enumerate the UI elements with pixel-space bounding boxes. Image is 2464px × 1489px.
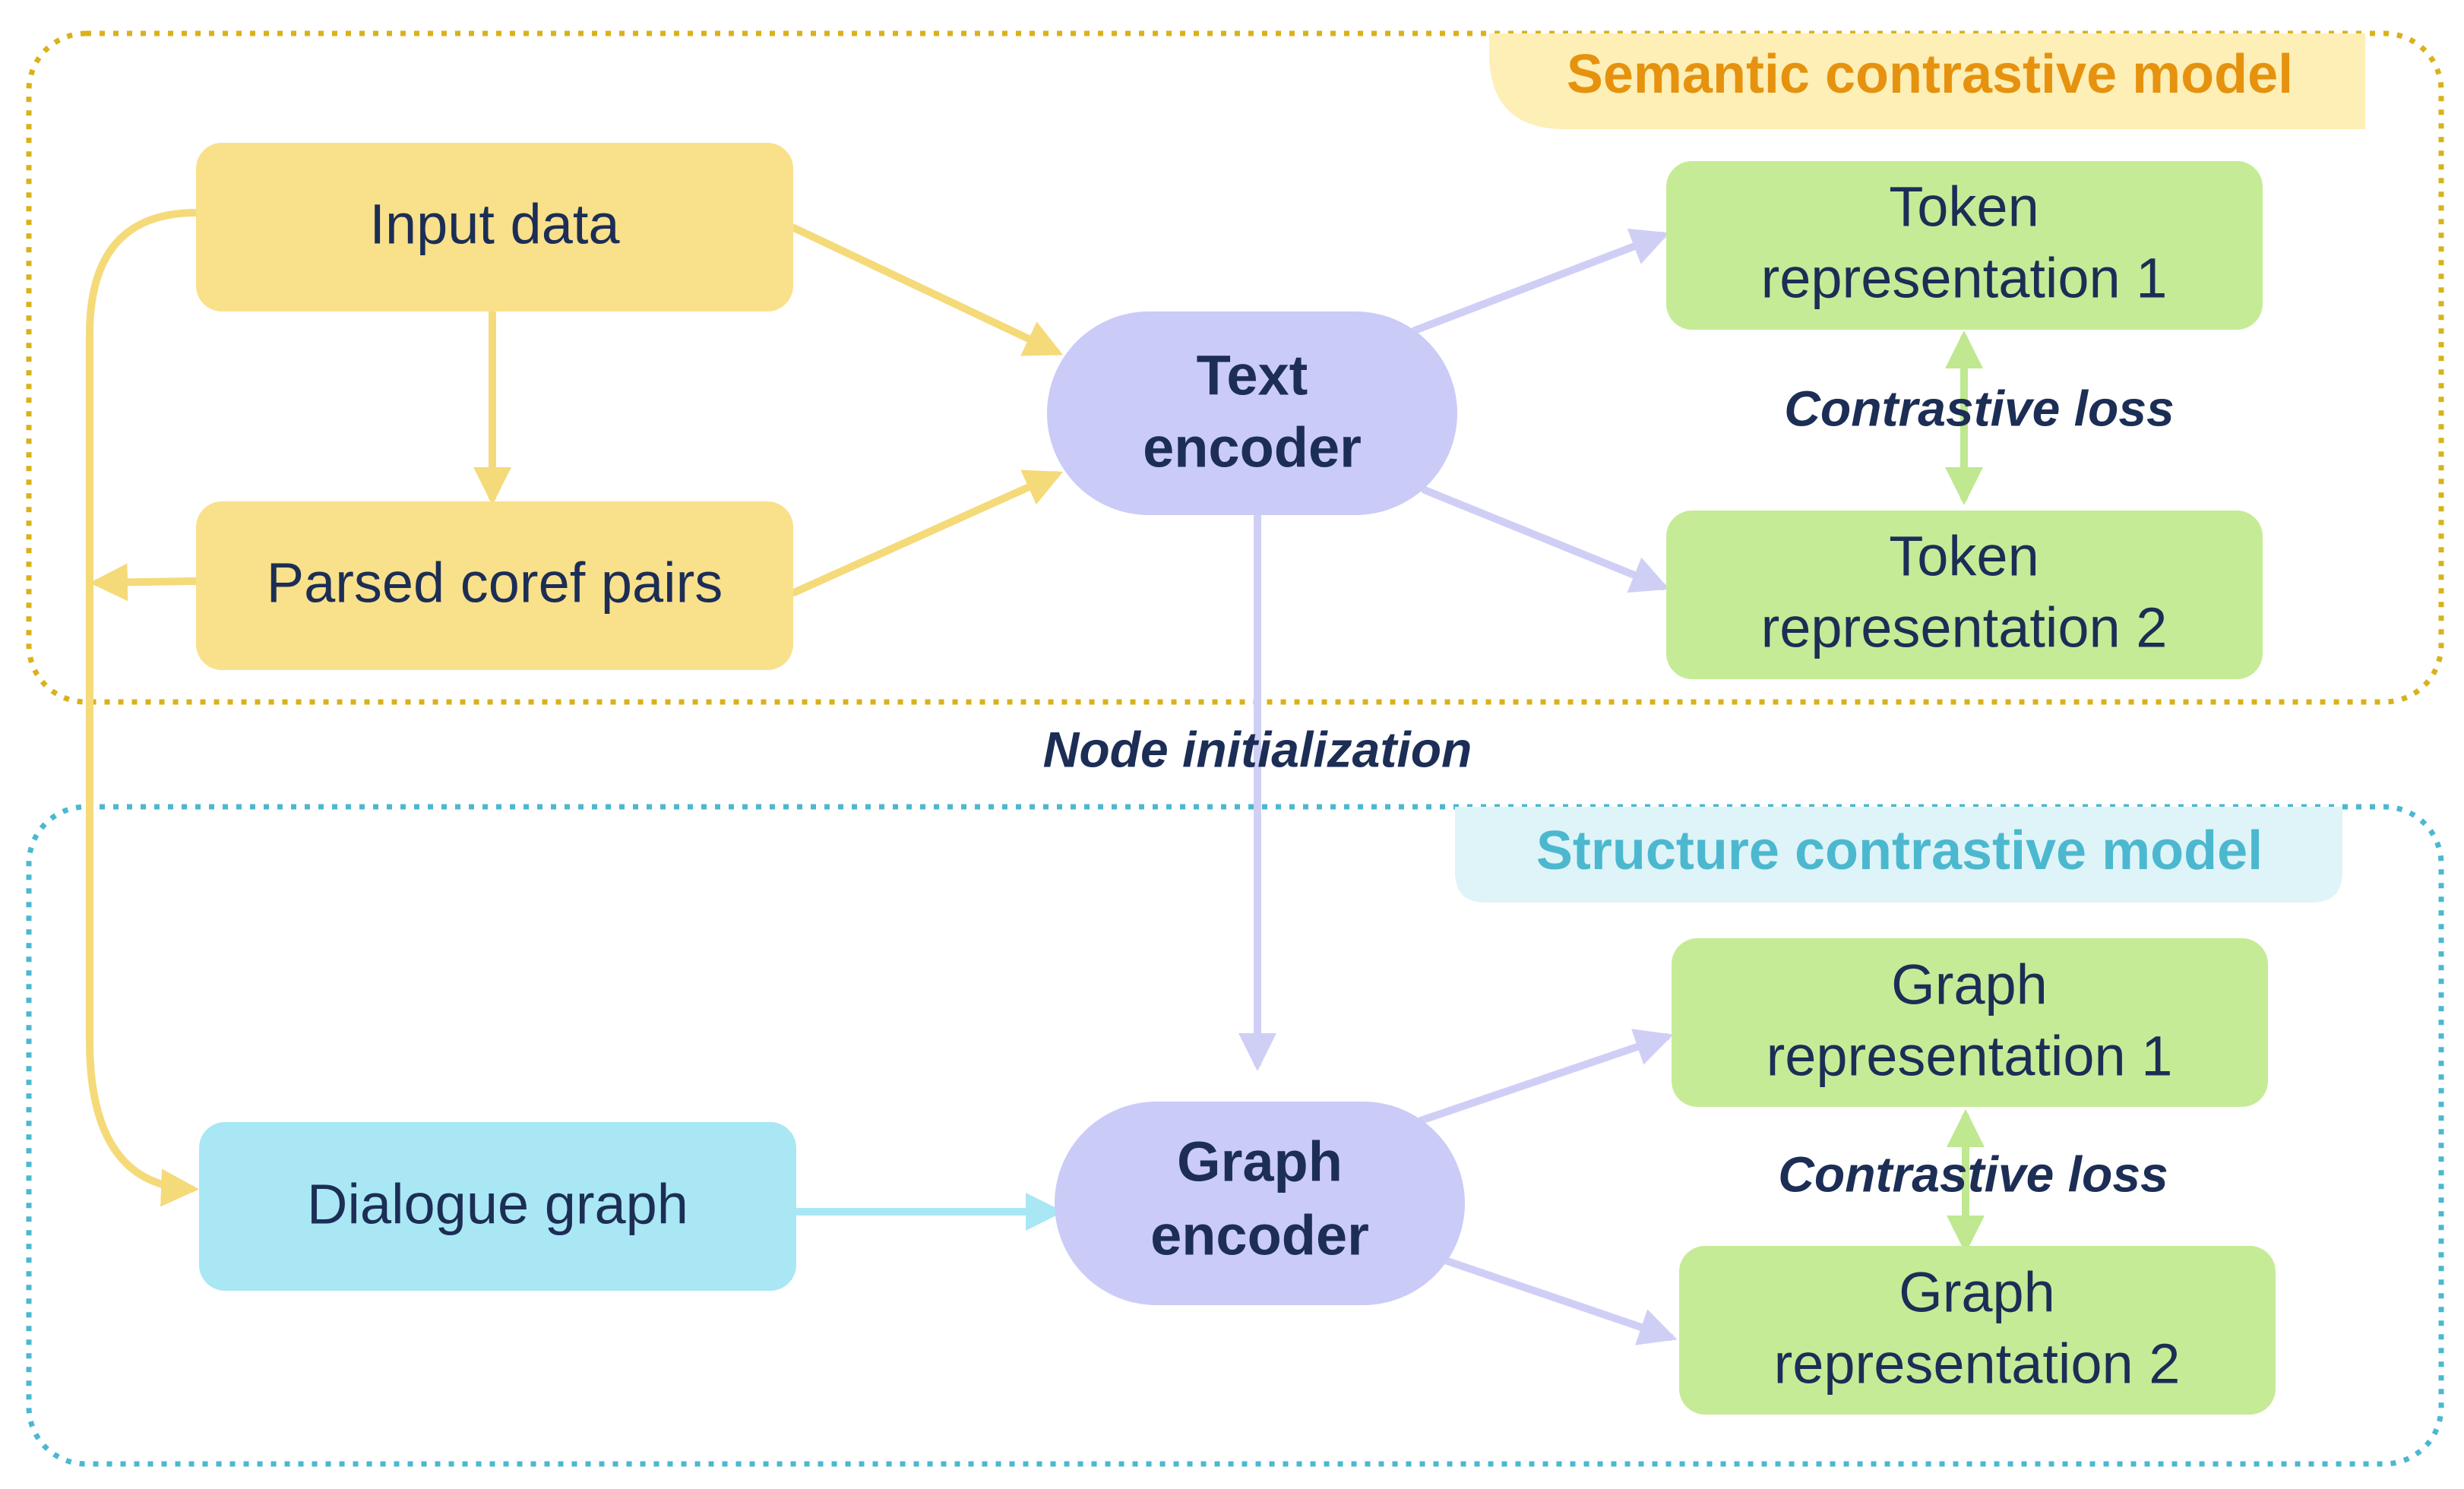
node-token-rep-2-line2: representation 2 xyxy=(1761,596,2168,659)
node-graph-rep-1-line1: Graph xyxy=(1891,953,2048,1016)
node-token-rep-1-line2: representation 1 xyxy=(1761,247,2168,310)
node-input-data-label: Input data xyxy=(369,193,620,256)
label-node-initialization: Node initialization xyxy=(1043,721,1472,777)
node-text-encoder-label-line1: Text xyxy=(1197,344,1308,407)
node-token-rep-2-line1: Token xyxy=(1889,525,2039,588)
semantic-group-title-tab xyxy=(1489,33,2365,129)
node-graph-encoder xyxy=(1055,1102,1465,1305)
node-text-encoder xyxy=(1047,311,1457,515)
semantic-group-title: Semantic contrastive model xyxy=(1567,44,2293,105)
node-text-encoder-label-line2: encoder xyxy=(1143,416,1362,479)
edge-graph-encoder-to-graph-rep-1 xyxy=(1417,1029,1674,1124)
node-graph-rep-2 xyxy=(1679,1246,2276,1415)
node-dialogue-graph xyxy=(199,1122,796,1291)
edge-coref-to-left-line xyxy=(90,563,200,602)
edge-coref-to-text-encoder xyxy=(790,469,1064,596)
node-graph-rep-2-line2: representation 2 xyxy=(1774,1333,2181,1396)
node-parsed-coref-pairs-label: Parsed coref pairs xyxy=(267,552,723,615)
edge-graph-encoder-to-graph-rep-2 xyxy=(1444,1257,1678,1345)
structure-group-title-tab xyxy=(1455,807,2342,903)
node-graph-encoder-label-line2: encoder xyxy=(1150,1204,1369,1267)
edge-input-to-dialogue-graph xyxy=(86,209,200,1207)
structure-group-border xyxy=(26,804,2444,1467)
label-contrastive-loss-top: Contrastive loss xyxy=(1784,380,2175,436)
node-input-data xyxy=(196,143,793,311)
edges xyxy=(86,209,1985,1345)
node-token-rep-1 xyxy=(1666,161,2263,330)
label-contrastive-loss-bottom: Contrastive loss xyxy=(1778,1146,2168,1202)
structure-group-title: Structure contrastive model xyxy=(1536,820,2263,881)
node-token-rep-1-line1: Token xyxy=(1889,175,2039,239)
node-dialogue-graph-label: Dialogue graph xyxy=(307,1173,688,1236)
node-graph-encoder-label-line1: Graph xyxy=(1177,1130,1343,1193)
edge-text-encoder-to-token-rep-1 xyxy=(1411,228,1670,334)
edge-input-to-text-encoder xyxy=(790,224,1064,356)
semantic-group-border xyxy=(26,30,2444,705)
edge-text-encoder-to-token-rep-2 xyxy=(1421,486,1670,593)
node-graph-rep-1 xyxy=(1672,938,2268,1107)
node-graph-rep-2-line1: Graph xyxy=(1899,1261,2055,1324)
node-token-rep-2 xyxy=(1666,511,2263,679)
node-parsed-coref-pairs xyxy=(196,501,793,670)
node-graph-rep-1-line2: representation 1 xyxy=(1767,1025,2173,1088)
